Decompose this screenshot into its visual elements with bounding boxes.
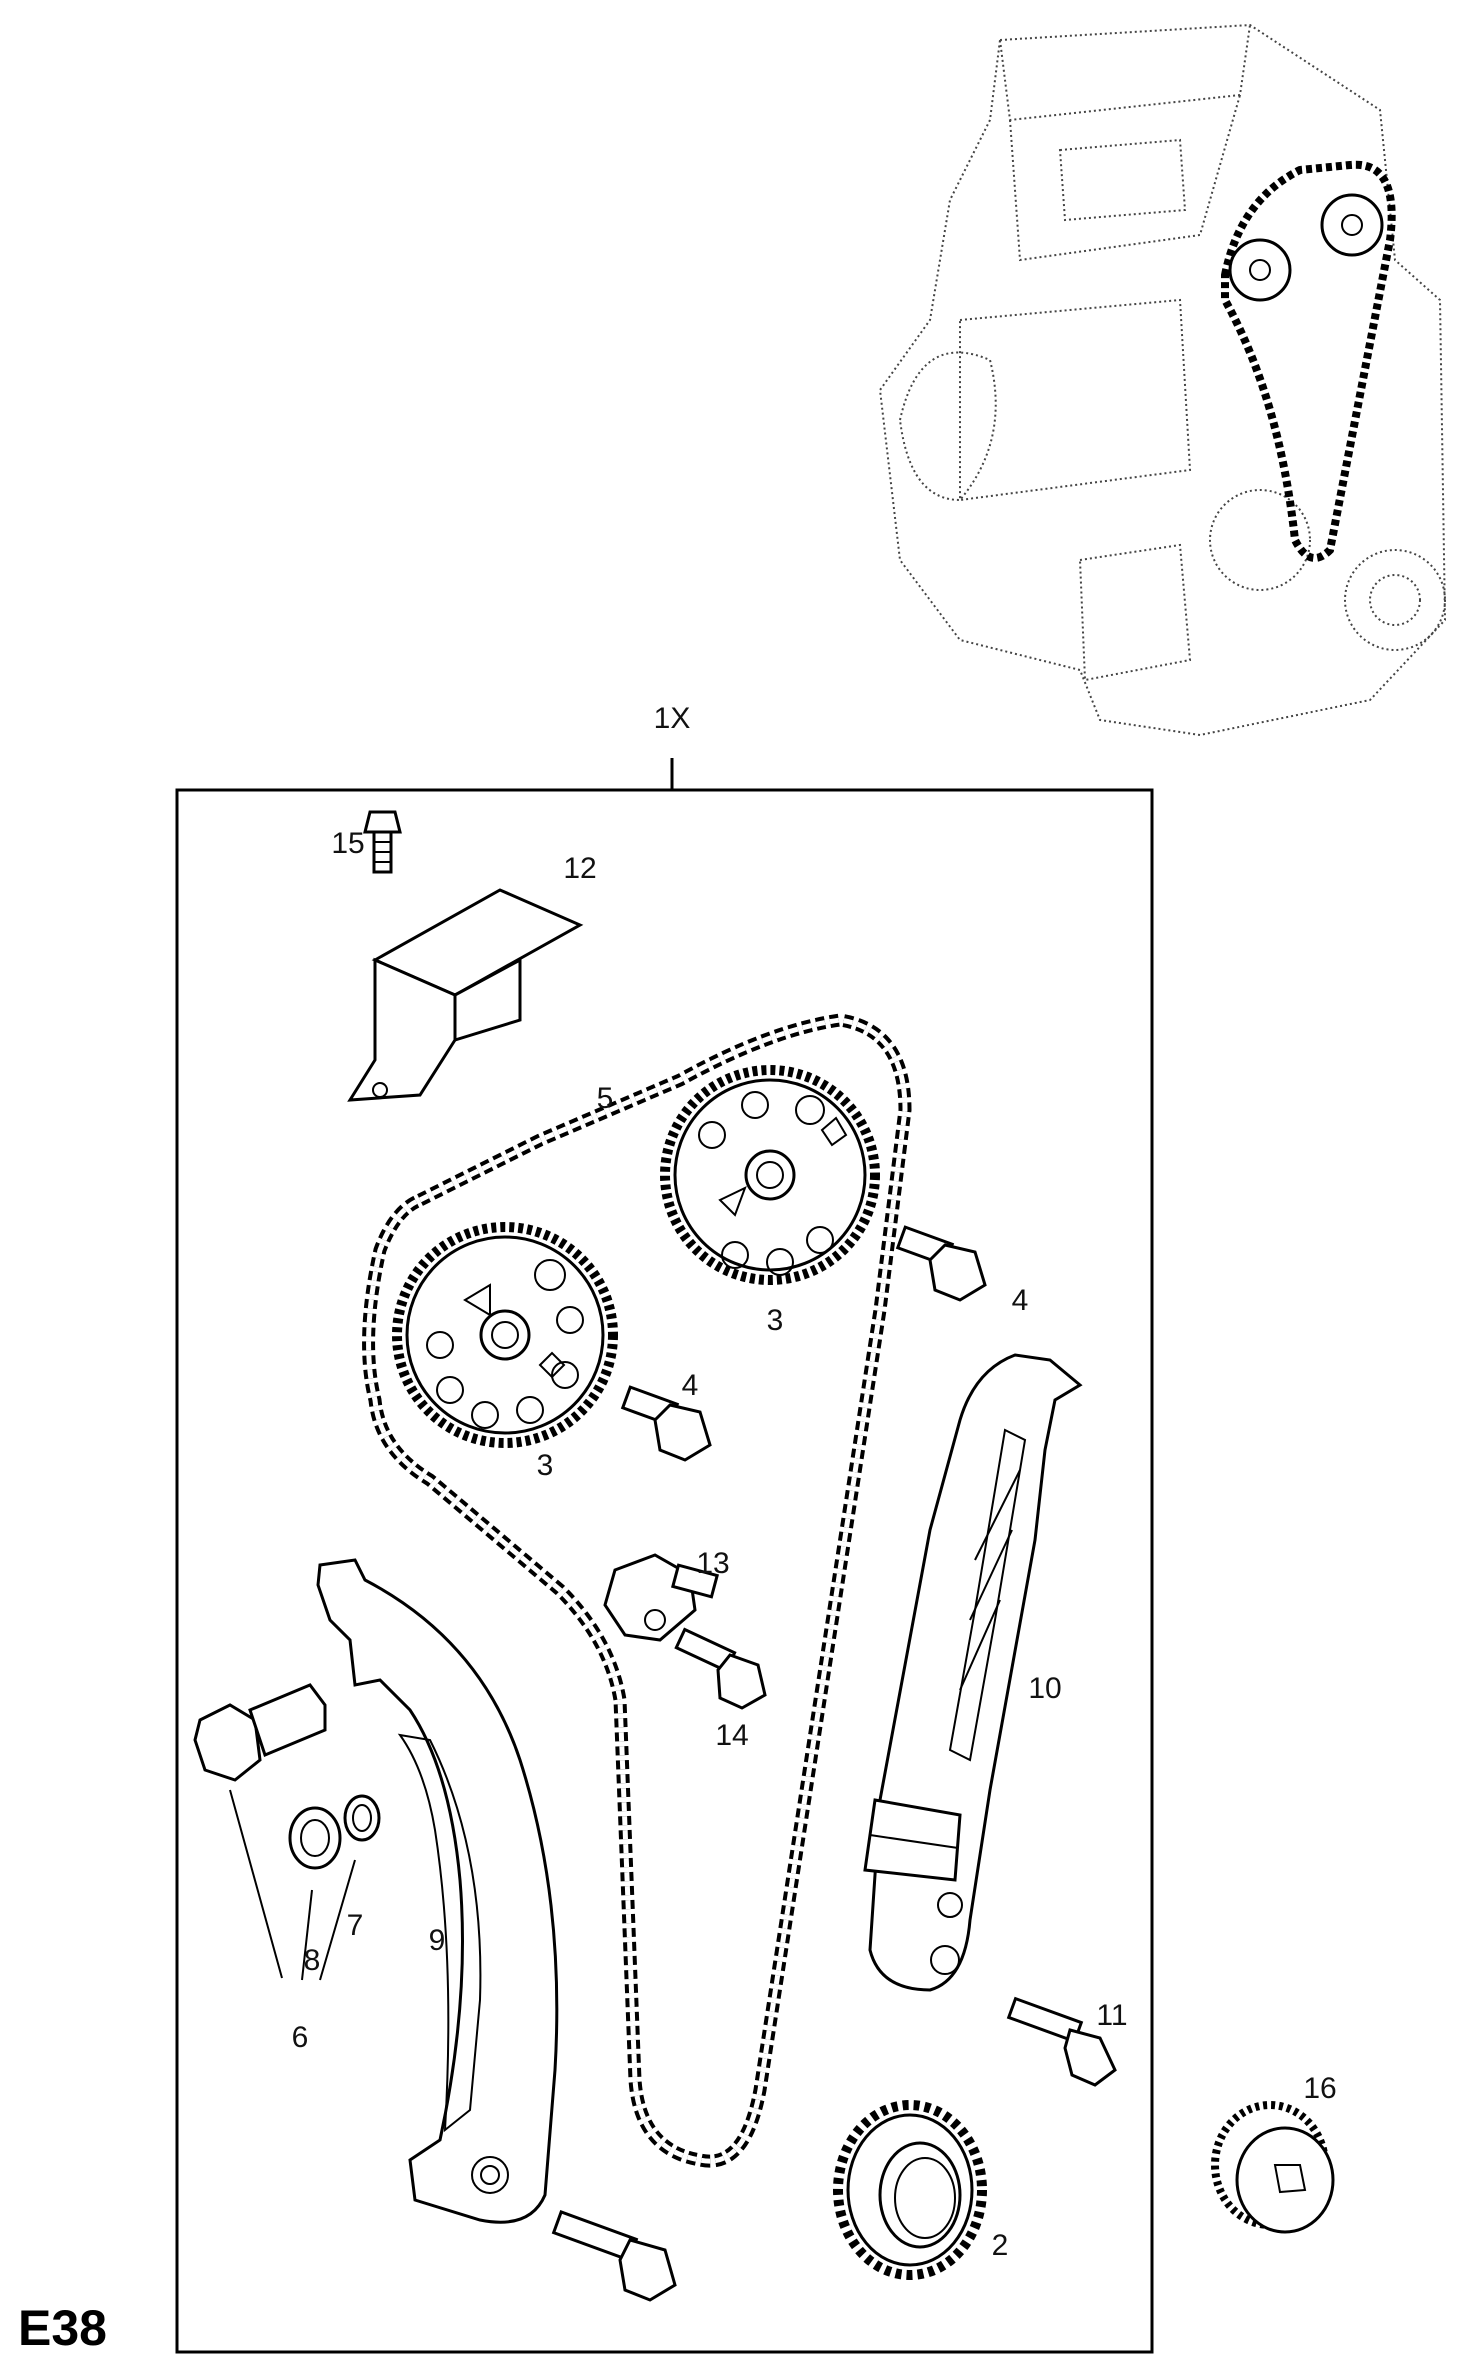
- page-code: E38: [18, 2300, 107, 2356]
- callout-4-upper: 4: [1012, 1284, 1029, 1317]
- guide-rail-bolt: [551, 2210, 677, 2302]
- part-2-crank-sprocket: [833, 2100, 987, 2280]
- part-14-bolt: [674, 1627, 767, 1710]
- callout-13: 13: [696, 1547, 729, 1580]
- part-11-bolt: [1006, 1996, 1117, 2087]
- part-16-plug: [1211, 2101, 1335, 2234]
- part-4-bolt-lower: [620, 1385, 712, 1462]
- part-8-washer: [288, 1806, 342, 1870]
- part-12-bracket: [347, 888, 584, 1102]
- part-3-sprocket-right: [660, 1065, 880, 1285]
- callout-9: 9: [429, 1924, 446, 1957]
- callout-5: 5: [597, 1082, 614, 1115]
- callout-15: 15: [331, 827, 364, 860]
- callout-2: 2: [992, 2229, 1009, 2262]
- callout-8: 8: [304, 1944, 321, 1977]
- part-6-leader-lines: [229, 1789, 356, 1981]
- part-15-bolt: [363, 810, 402, 874]
- callout-6: 6: [292, 2021, 309, 2054]
- part-9-guide-rail: [316, 1558, 559, 2224]
- callout-10: 10: [1028, 1672, 1061, 1705]
- part-3-sprocket-left: [392, 1222, 618, 1448]
- assembly-frame: [175, 788, 1154, 2354]
- callout-3-left: 3: [537, 1449, 554, 1482]
- part-4-bolt-upper: [895, 1225, 987, 1302]
- engine-overview-illustration: [878, 23, 1447, 737]
- part-13-chain-guide-bracket: [603, 1553, 720, 1642]
- part-7-seal-ring: [343, 1794, 381, 1842]
- callout-11: 11: [1096, 1999, 1127, 2032]
- callout-12: 12: [563, 852, 596, 885]
- part-6-pivot-bolt: [193, 1683, 327, 1782]
- callout-4-lower: 4: [682, 1369, 699, 1402]
- callout-14: 14: [715, 1719, 748, 1752]
- callout-16: 16: [1303, 2072, 1336, 2105]
- callout-3-right: 3: [767, 1304, 784, 1337]
- part-10-guide-rail: [863, 1353, 1083, 1992]
- group-label: 1X: [654, 702, 691, 735]
- part-5-timing-chain: [362, 1013, 912, 2168]
- callout-7: 7: [347, 1909, 364, 1942]
